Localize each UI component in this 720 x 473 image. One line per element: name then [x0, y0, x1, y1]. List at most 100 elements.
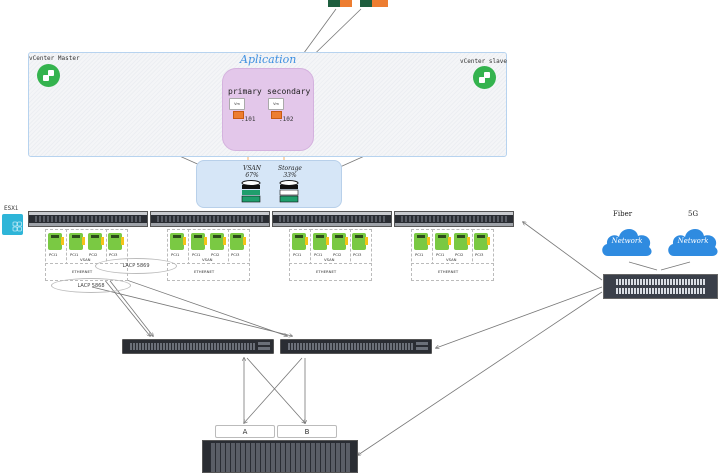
server-drive-bays: [157, 216, 263, 222]
lacp-label: LACP 5868: [77, 282, 105, 289]
link-core-host4: [523, 222, 603, 281]
esxi-icon: [2, 214, 23, 235]
pci-nic-icon[interactable]: [48, 233, 64, 250]
pci-label: PCI1: [436, 252, 445, 257]
pci-nic-icon[interactable]: [454, 233, 470, 250]
vcenter-slave-label: vCenter slave: [460, 58, 507, 65]
pci-nic-icon[interactable]: [170, 233, 186, 250]
esxi-host-server[interactable]: [272, 211, 392, 227]
pci-label: PCI1: [415, 252, 424, 257]
esxi-host-server[interactable]: [28, 211, 148, 227]
vm-ip: .102: [279, 116, 294, 123]
switch-uplinks: [416, 342, 428, 351]
database-icon: [279, 180, 299, 203]
esxi-host-server[interactable]: [150, 211, 270, 227]
cloud-icon: [602, 228, 652, 256]
vm-label: Vm: [234, 102, 240, 106]
pci-label: PCI1: [171, 252, 180, 257]
esxi-host-server[interactable]: [394, 211, 514, 227]
vcenter-slave-node[interactable]: [473, 66, 496, 89]
vm-box-primary[interactable]: Vm: [229, 98, 245, 110]
vm-secondary[interactable]: secondary: [267, 87, 310, 96]
pci-nic-icon[interactable]: [414, 233, 430, 250]
tor-switch-2[interactable]: [280, 339, 432, 354]
top-app-icon-1[interactable]: [328, 0, 352, 7]
pci-nic-icon[interactable]: [191, 233, 207, 250]
vcenter-master-node[interactable]: [37, 64, 60, 87]
frame-title: Aplication: [240, 53, 297, 66]
link-fiber-core: [628, 261, 658, 271]
link-host1-switch2-b: [91, 286, 292, 336]
pci-label: PCI2: [455, 252, 464, 257]
core-switch[interactable]: [603, 274, 718, 299]
pci-label: PCI1: [293, 252, 302, 257]
pci-nic-icon[interactable]: [352, 233, 368, 250]
vm-label: Vm: [273, 102, 279, 106]
pci-nic-icon[interactable]: [108, 233, 124, 250]
ethernet-group-label: ETHERNET: [438, 269, 459, 274]
app-icon-dark: [360, 0, 372, 7]
vm-ip: .101: [241, 116, 256, 123]
ethernet-group-label: ETHERNET: [316, 269, 337, 274]
pci-nic-icon[interactable]: [210, 233, 226, 250]
app-icon-dark: [328, 0, 340, 7]
lacp-label: LACP 5869: [122, 263, 150, 269]
pci-label: PCI2: [333, 252, 342, 257]
pci-label: PCI2: [211, 252, 220, 257]
database-icon: [241, 180, 261, 203]
pci-nic-icon[interactable]: [474, 233, 490, 250]
pci-nic-icon[interactable]: [88, 233, 104, 250]
controller-label: A: [242, 427, 248, 436]
server-drive-bays: [35, 216, 141, 222]
ethernet-group-label: ETHERNET: [194, 269, 215, 274]
cloud-title-5g: 5G: [688, 210, 699, 218]
datastore-usage: 33%: [283, 172, 297, 179]
vm-box-secondary[interactable]: Vm: [268, 98, 284, 110]
lacp-group-2: LACP 5868: [51, 278, 131, 293]
vsan-group-label: VSAN: [446, 257, 457, 262]
link-switch1-ctrl-b: [246, 357, 305, 423]
datastore-name: VSAN: [242, 165, 262, 172]
pci-label: PCI3: [231, 252, 240, 257]
switch-ports: [130, 343, 255, 350]
ethernet-group: [411, 263, 494, 281]
ethernet-group-label: ETHERNET: [72, 269, 93, 274]
pci-label: PCI2: [89, 252, 98, 257]
pci-nic-icon[interactable]: [435, 233, 451, 250]
link-core-switch2: [436, 286, 603, 348]
datastore-storage[interactable]: Storage 33%: [275, 165, 305, 179]
server-drive-bays: [279, 216, 385, 222]
pci-nic-icon[interactable]: [69, 233, 85, 250]
pci-label: PCI1: [49, 252, 58, 257]
vcenter-logo-icon: [479, 72, 490, 83]
link-core-array: [358, 291, 603, 455]
app-icon-orange: [340, 0, 352, 7]
cloud-title-fiber: Fiber: [613, 210, 633, 218]
storage-controller-b[interactable]: B: [277, 425, 337, 438]
pci-label: PCI3: [353, 252, 362, 257]
pci-label: PCI3: [475, 252, 484, 257]
vsan-group-label: VSAN: [202, 257, 213, 262]
switch-ports-bottom: [616, 288, 705, 294]
cloud-fiber[interactable]: Network: [600, 224, 654, 258]
top-app-icon-2[interactable]: [360, 0, 388, 7]
vm-primary[interactable]: primary: [228, 87, 262, 96]
pci-nic-icon[interactable]: [230, 233, 246, 250]
pci-label: PCI1: [192, 252, 201, 257]
server-drive-bays: [401, 216, 507, 222]
pci-nic-icon[interactable]: [332, 233, 348, 250]
pci-nic-icon[interactable]: [313, 233, 329, 250]
ethernet-group: [289, 263, 372, 281]
tor-switch-1[interactable]: [122, 339, 274, 354]
esxi-label: ESXi: [4, 205, 19, 212]
pci-label: PCI3: [109, 252, 118, 257]
vm-role-label: secondary: [267, 87, 311, 96]
storage-controller-a[interactable]: A: [215, 425, 275, 438]
storage-array[interactable]: [202, 440, 358, 473]
datastore-box: [196, 160, 342, 208]
vcenter-logo-icon: [43, 70, 54, 81]
cloud-5g[interactable]: Network: [666, 224, 720, 258]
datastore-vsan[interactable]: VSAN 67%: [237, 165, 267, 179]
pci-nic-icon[interactable]: [292, 233, 308, 250]
vm-role-label: primary: [228, 87, 262, 96]
